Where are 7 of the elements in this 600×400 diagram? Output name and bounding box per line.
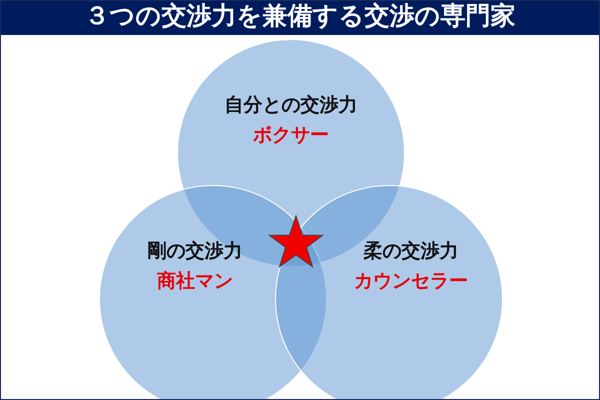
circle-heading: 剛の交渉力 <box>148 239 242 264</box>
role-label: 商社マン <box>157 269 233 294</box>
title-banner: ３つの交渉力を兼備する交渉の専門家 <box>1 1 599 35</box>
circle-heading: 自分との交渉力 <box>224 93 358 118</box>
role-label: カウンセラー <box>354 269 468 294</box>
role-label: ボクサー <box>253 123 329 148</box>
circle-heading: 柔の交渉力 <box>364 239 458 264</box>
